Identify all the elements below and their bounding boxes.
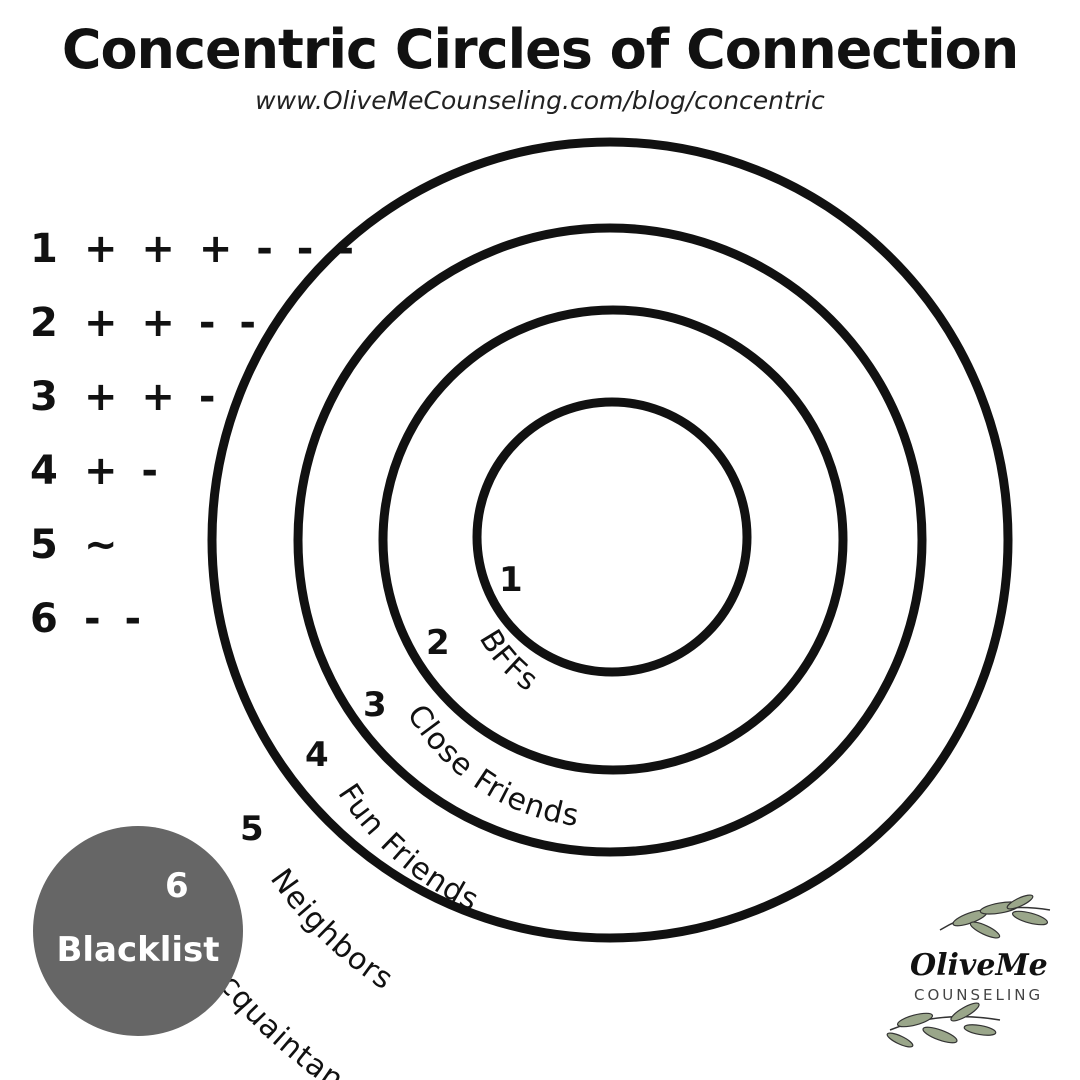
legend-marks: ~	[83, 522, 123, 568]
logo-subtitle: COUNSELING	[914, 986, 1044, 1004]
legend-row: 2 + + - -	[30, 296, 359, 370]
legend-number: 4	[30, 448, 58, 494]
ring-label-text: Neighbors	[263, 862, 399, 997]
legend-row: 4 + -	[30, 444, 359, 518]
legend-number: 3	[30, 374, 58, 420]
legend: 1 + + + - - - 2 + + - - 3 + + - 4 + - 5 …	[30, 222, 359, 666]
olive-branch-icon	[886, 894, 1051, 1048]
legend-row: 1 + + + - - -	[30, 222, 359, 296]
ring-number: 4	[305, 735, 329, 775]
legend-number: 1	[30, 226, 58, 272]
legend-marks: + + - -	[83, 300, 261, 346]
website-url: www.OliveMeCounseling.com/blog/concentri…	[255, 86, 825, 115]
legend-number: 5	[30, 522, 58, 568]
ring-label-neighbors: Neighbors	[263, 862, 400, 997]
legend-row: 3 + + -	[30, 370, 359, 444]
legend-marks: + + -	[83, 374, 221, 420]
blacklist-number: 6	[165, 866, 189, 906]
ring-number: 5	[240, 809, 264, 849]
ring-label-text: BFFs	[472, 624, 544, 699]
ring-number: 3	[363, 685, 387, 725]
blacklist-label: Blacklist	[56, 930, 220, 970]
oliveme-logo: OliveMe COUNSELING	[880, 890, 1060, 1060]
legend-row: 5 ~	[30, 518, 359, 592]
legend-number: 6	[30, 596, 58, 642]
ring-close-friends	[472, 397, 752, 677]
blacklist-circle: 6 Blacklist	[33, 826, 243, 1036]
legend-row: 6 - -	[30, 592, 359, 666]
legend-marks: + -	[83, 448, 163, 494]
ring-fun-friends	[378, 305, 848, 775]
legend-marks: + + + - - -	[83, 226, 359, 272]
legend-marks: - -	[83, 596, 147, 642]
ring-acquaintances	[207, 137, 1013, 943]
ring-neighbors	[293, 223, 927, 857]
logo-name: OliveMe	[910, 948, 1048, 983]
page-title: Concentric Circles of Connection	[61, 18, 1019, 81]
legend-number: 2	[30, 300, 58, 346]
ring-number: 1	[499, 560, 523, 600]
ring-label-bffs: BFFs	[472, 624, 545, 699]
ring-number: 2	[426, 623, 450, 663]
